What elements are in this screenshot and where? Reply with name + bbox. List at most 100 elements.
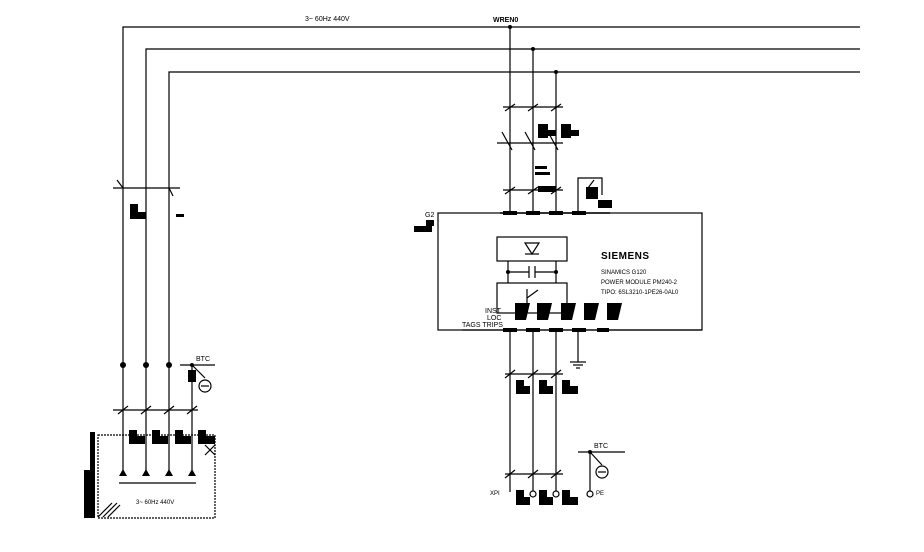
contact-tick <box>504 369 516 379</box>
tag-block <box>561 124 571 138</box>
terminal-tag-block <box>607 303 622 320</box>
aux-contact-tick <box>587 179 595 189</box>
contact-slash <box>116 179 124 189</box>
contact-tick <box>527 103 539 112</box>
tag-block <box>538 124 548 138</box>
tag-block <box>130 204 138 219</box>
hatch <box>204 444 216 456</box>
junction-dot <box>506 270 510 274</box>
earth-ground-icon <box>595 465 609 479</box>
output-terminal-block <box>503 328 517 332</box>
junction-dot <box>554 270 558 274</box>
panel-side-bar <box>84 470 95 518</box>
junction-dot <box>120 362 126 368</box>
tag-block <box>198 430 206 444</box>
tag-block <box>562 490 570 505</box>
tag-block <box>598 200 612 208</box>
tag-block <box>538 186 556 192</box>
input-terminal-block <box>526 211 540 215</box>
tag-block <box>524 497 530 505</box>
hatch <box>97 502 113 518</box>
tag-block <box>524 386 530 394</box>
arrow-terminal <box>188 469 196 476</box>
btc-label-left: BTC <box>196 356 210 363</box>
contact-tick <box>550 469 562 479</box>
left-panel-label: 3~ 60Hz 440V <box>136 500 175 506</box>
tag-block <box>539 490 547 505</box>
contact-tick <box>504 103 516 112</box>
drive-module: POWER MODULE PM240-2 <box>601 280 678 286</box>
diode-symbol <box>523 242 541 256</box>
terminal-tag-block <box>537 303 552 320</box>
junction-dot <box>166 362 172 368</box>
output-terminal-block <box>549 328 563 332</box>
pe-label: PE <box>596 491 605 497</box>
btc-label-right: BTC <box>594 443 608 450</box>
tag-block <box>137 436 145 444</box>
tag-block <box>188 370 196 382</box>
tag-block <box>547 497 553 505</box>
contact-tick <box>550 369 562 379</box>
contact-tick <box>527 369 539 379</box>
drive-model: SINAMICS G120 <box>601 270 647 276</box>
terminal-pe <box>586 490 594 498</box>
contact-slash <box>168 187 174 197</box>
junction-dot <box>190 363 194 367</box>
tag-block <box>129 430 137 444</box>
arrow-terminal <box>142 469 150 476</box>
tag-block <box>175 430 183 444</box>
tag-block <box>516 380 524 394</box>
tag-block <box>535 166 547 169</box>
bus-line-l1 <box>122 26 860 372</box>
igbt-symbol <box>526 289 539 299</box>
tag-block <box>586 187 598 199</box>
tag-block <box>547 386 553 394</box>
junction-dot <box>143 362 149 368</box>
junction-dot <box>508 25 512 29</box>
terminal-label-loc: LOC <box>487 315 502 322</box>
terminal-label-tags: TAGS TRIPS <box>462 322 503 329</box>
tag-block <box>516 490 524 505</box>
drive-tag: G2 <box>425 212 435 219</box>
tag-block <box>152 430 160 444</box>
earth-ground-icon <box>198 379 212 393</box>
tag-block <box>539 380 547 394</box>
input-terminal-block <box>549 211 563 215</box>
output-terminal-block <box>597 328 609 332</box>
supply-label: 3~ 60Hz 440V <box>305 16 350 23</box>
terminal-2 <box>529 490 537 498</box>
tag-block <box>138 212 146 219</box>
input-terminal-block <box>572 211 586 215</box>
ground-lead <box>589 451 603 466</box>
contact-tick <box>504 186 516 195</box>
contact-tick <box>504 469 516 479</box>
contact-slash <box>524 131 536 151</box>
contact-tick <box>527 469 539 479</box>
terminal-label-inst: INST <box>485 308 501 315</box>
input-terminal-block <box>503 211 517 215</box>
contact-slash <box>501 131 513 151</box>
bus-tag: WREN0 <box>493 17 519 24</box>
junction-dot <box>531 47 535 51</box>
drive-part-number: TIPO: 6SL3210-1PE26-0AL0 <box>601 290 679 296</box>
output-terminal-block <box>572 328 586 332</box>
tag-block <box>571 130 579 136</box>
tag-block <box>570 386 578 394</box>
junction-dot <box>588 450 592 454</box>
tag-block-g2 <box>426 220 434 226</box>
terminal-tag-block <box>515 303 530 320</box>
bus-line-l2 <box>145 48 860 372</box>
aux-contact-box <box>577 177 603 213</box>
hatch <box>102 502 118 518</box>
bus-line-l3 <box>168 71 860 372</box>
arrow-terminal <box>165 469 173 476</box>
tag-block <box>176 214 184 217</box>
tag-block <box>548 130 556 136</box>
hatch <box>107 504 121 518</box>
ground-lead <box>191 364 206 379</box>
terminal-tag-block <box>561 303 576 320</box>
tag-block <box>183 436 191 444</box>
output-terminal-block <box>526 328 540 332</box>
tag-block <box>206 436 215 444</box>
arrow-terminal <box>119 469 127 476</box>
